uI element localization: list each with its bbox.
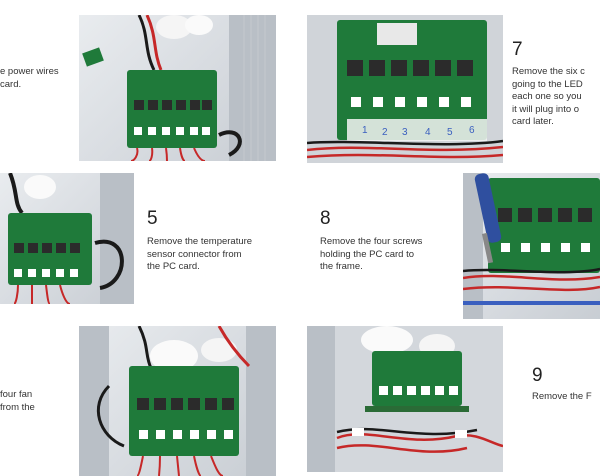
step-7-number: 7 xyxy=(512,39,523,60)
step-5-text: Remove the temperature sensor connector … xyxy=(147,236,253,272)
wire-label-5: 5 xyxy=(447,127,453,138)
step-5-number: 5 xyxy=(147,208,158,229)
photo-step-4-illustration xyxy=(82,15,276,161)
photo-step-5-illustration xyxy=(8,173,134,304)
step-9-number: 9 xyxy=(532,365,543,386)
wire-label-6: 6 xyxy=(469,125,475,136)
photo-step-6 xyxy=(79,326,276,476)
step-4-text: e power wires card. xyxy=(0,66,59,90)
photo-step-8-illustration xyxy=(463,173,600,319)
step-7-text: Remove the six c going to the LED each o… xyxy=(512,66,585,127)
step-9-text: Remove the F xyxy=(532,391,592,402)
photo-step-5 xyxy=(0,173,134,304)
step-8-text: Remove the four screws holding the PC ca… xyxy=(320,236,423,272)
photo-step-9 xyxy=(307,326,503,472)
wire-label-1: 1 xyxy=(362,125,368,136)
step-8-number: 8 xyxy=(320,208,331,229)
photo-step-7: 1 2 3 4 5 6 xyxy=(307,15,503,163)
photo-step-7-illustration: 1 2 3 4 5 6 xyxy=(307,15,503,163)
photo-step-9-illustration xyxy=(307,326,503,472)
wire-label-4: 4 xyxy=(425,127,431,138)
wire-label-2: 2 xyxy=(382,127,388,138)
photo-step-6-illustration xyxy=(79,326,276,476)
photo-step-8 xyxy=(463,173,600,319)
wire-label-3: 3 xyxy=(402,127,408,138)
step-6-text: four fan from the xyxy=(0,389,35,413)
photo-step-4 xyxy=(79,15,276,161)
